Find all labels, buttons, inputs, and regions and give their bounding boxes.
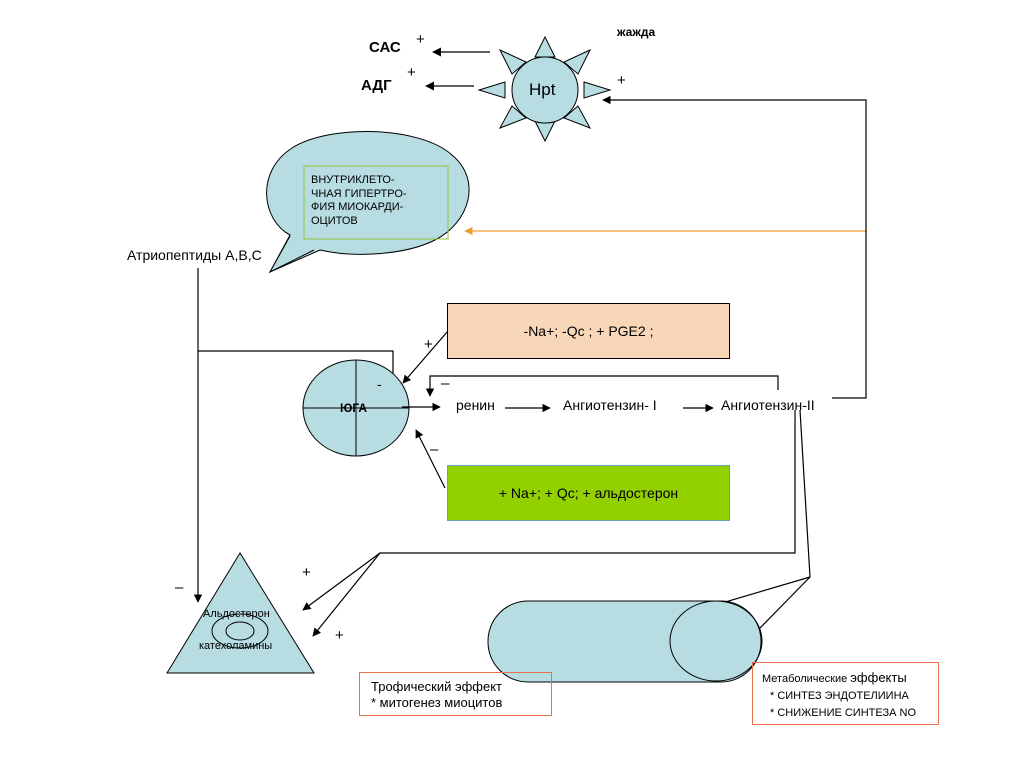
adg-sign: + xyxy=(407,64,416,81)
vessel-cylinder xyxy=(487,600,763,683)
renin-feedback-sign: – xyxy=(441,375,450,392)
angiotensin-feedback-renin xyxy=(425,375,779,397)
metabolic-title-big: эффекты xyxy=(850,670,907,685)
angiotensin2-label: Ангиотензин-II xyxy=(721,397,815,413)
triangle-minus-sign: – xyxy=(175,579,184,596)
sas-label: САС xyxy=(369,39,401,56)
callout-line: ЧНАЯ ГИПЕРТРО- xyxy=(311,187,407,200)
ray-bottom xyxy=(534,120,556,143)
renin-label: ренин xyxy=(456,397,495,413)
catecholamines-label: катехоламины xyxy=(199,640,273,652)
hpt-rays xyxy=(477,35,612,143)
trophic-title: Трофический эффект xyxy=(371,679,502,694)
trophic-item: * митогенез миоцитов xyxy=(371,695,503,710)
yuga-minus: - xyxy=(377,376,382,392)
callout-line: ВНУТРИКЛЕТО- xyxy=(311,174,395,186)
na-box: + Na+; + Qc; + альдостерон xyxy=(447,465,730,521)
pge-to-yuga xyxy=(402,330,449,384)
angiotensin-to-triangle-1 xyxy=(302,410,796,611)
thirst-label: жажда xyxy=(617,25,656,39)
metabolic-box: Метаболические эффекты * СИНТЕЗ ЭНДОТЕЛИ… xyxy=(752,662,939,725)
adg-label: АДГ xyxy=(361,77,392,94)
ray-top xyxy=(534,35,556,58)
sas-sign: + xyxy=(416,31,425,48)
yuga-circle xyxy=(302,359,410,457)
ray-top-left xyxy=(498,48,527,75)
aldosterone-label: Альдостерон xyxy=(203,608,270,620)
callout-tail-overlay xyxy=(268,236,315,274)
triangle-shape xyxy=(166,552,315,674)
ray-right xyxy=(583,81,612,99)
atriopeptides-label: Атриопептиды А,В,С xyxy=(127,247,262,263)
callout-line: ОЦИТОВ xyxy=(311,214,358,227)
hpt-label: Hpt xyxy=(529,80,556,99)
triangle-plus-top: + xyxy=(302,564,311,581)
ray-bottom-left xyxy=(498,105,527,129)
metabolic-item-1: * СИНТЕЗ ЭНДОТЕЛИИНА xyxy=(770,690,909,702)
metabolic-title-small: Метаболические xyxy=(762,673,848,685)
ray-top-right xyxy=(563,48,592,75)
callout-green-frame xyxy=(303,165,449,240)
trophic-box: Трофический эффект * митогенез миоцитов xyxy=(359,672,552,716)
hpt-circle xyxy=(511,56,579,124)
angiotensin-to-hpt xyxy=(602,95,867,399)
na-sign: – xyxy=(430,441,439,458)
pge-box: -Na+; -Qc ; + PGE2 ; xyxy=(447,303,730,359)
angiotensin-to-triangle-2 xyxy=(312,552,381,637)
callout-line: ФИЯ МИОКАРДИ- xyxy=(311,201,404,213)
triangle-plus-bottom: + xyxy=(335,627,344,644)
metabolic-item-2: * СНИЖЕНИЕ СИНТЕЗА NO xyxy=(770,707,917,719)
callout-text: ВНУТРИКЛЕТО- ЧНАЯ ГИПЕРТРО- ФИЯ МИОКАРДИ… xyxy=(311,174,407,228)
yuga-label: ЮГА xyxy=(340,401,368,415)
callout-bubble xyxy=(266,131,470,274)
pge-box-text: -Na+; -Qc ; + PGE2 ; xyxy=(523,323,654,339)
ray-bottom-right xyxy=(563,105,592,129)
angiotensin1-label: Ангиотензин- I xyxy=(563,397,657,413)
hpt-feedback-sign: + xyxy=(617,72,626,89)
na-to-yuga xyxy=(415,429,446,489)
pge-sign: + xyxy=(424,336,433,353)
na-box-text: + Na+; + Qc; + альдостерон xyxy=(498,485,679,501)
metabolic-title: Метаболические эффекты xyxy=(762,669,938,688)
ray-left xyxy=(477,81,506,99)
